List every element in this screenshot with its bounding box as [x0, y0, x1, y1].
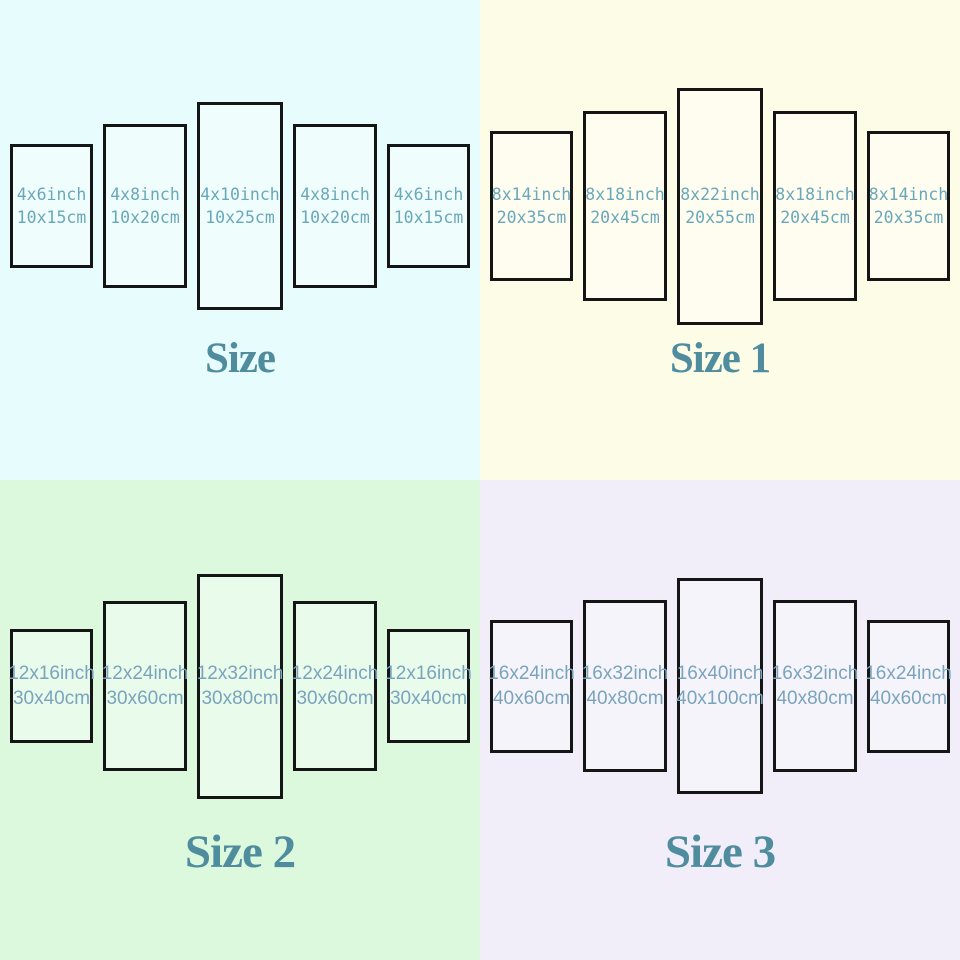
- panel-size-cm: 10x15cm: [393, 208, 464, 227]
- panel-row: 4x6inch 10x15cm 4x8inch 10x20cm 4x10inch…: [0, 0, 480, 412]
- panel-size-cm: 10x20cm: [110, 208, 180, 227]
- panel-size-inch: 16x40inch: [676, 663, 764, 684]
- quadrant-title: Size 1: [669, 335, 771, 382]
- panel-size-cm: 40x80cm: [776, 688, 854, 709]
- panel-size-inch: 4x6inch: [393, 185, 464, 204]
- panel-size-cm: 20x35cm: [496, 208, 567, 227]
- panel-size-label: 16x40inch 40x100cm: [676, 661, 764, 711]
- canvas-panel: 12x24inch 30x60cm: [292, 601, 379, 771]
- panel-size-label: 16x32inch 40x80cm: [582, 661, 669, 711]
- size-chart-quadrant-size-2: 12x16inch 30x40cm 12x24inch 30x60cm 12x3…: [0, 480, 480, 960]
- panel-size-label: 8x18inch 20x45cm: [585, 183, 664, 229]
- panel-size-label: 8x22inch 20x55cm: [680, 183, 759, 229]
- panel-size-inch: 8x18inch: [775, 185, 855, 204]
- panel-size-inch: 12x32inch: [196, 663, 284, 684]
- panel-size-label: 4x8inch 10x20cm: [110, 183, 180, 229]
- panel-size-inch: 16x32inch: [581, 663, 669, 684]
- panel-size-inch: 4x6inch: [16, 185, 87, 204]
- size-chart-quadrant-size-1: 8x14inch 20x35cm 8x18inch 20x45cm 8x22in…: [480, 0, 960, 480]
- panel-size-cm: 40x60cm: [869, 688, 948, 709]
- panel-size-label: 12x24inch 30x60cm: [292, 661, 379, 711]
- panel-size-label: 16x24inch 40x60cm: [865, 661, 952, 711]
- panel-size-label: 4x8inch 10x20cm: [300, 183, 370, 229]
- panel-size-inch: 16x24inch: [488, 663, 575, 684]
- panel-row: 16x24inch 40x60cm 16x32inch 40x80cm 16x4…: [480, 480, 960, 892]
- panel-size-inch: 12x16inch: [8, 663, 95, 684]
- canvas-panel: 16x32inch 40x80cm: [582, 600, 669, 772]
- panel-size-inch: 8x14inch: [868, 185, 949, 204]
- canvas-panel: 8x14inch 20x35cm: [867, 131, 950, 281]
- canvas-panel: 16x24inch 40x60cm: [865, 619, 952, 753]
- canvas-panel: 12x16inch 30x40cm: [385, 629, 472, 743]
- panel-size-cm: 30x60cm: [296, 688, 374, 709]
- panel-row: 12x16inch 30x40cm 12x24inch 30x60cm 12x3…: [0, 480, 480, 892]
- panel-size-inch: 16x24inch: [865, 663, 952, 684]
- canvas-panel: 8x18inch 20x45cm: [773, 111, 857, 301]
- panel-size-cm: 20x35cm: [873, 208, 944, 227]
- canvas-panel: 16x40inch 40x100cm: [676, 578, 764, 794]
- panel-size-label: 16x24inch 40x60cm: [488, 661, 575, 711]
- panel-size-cm: 30x40cm: [389, 688, 468, 709]
- panel-size-cm: 30x60cm: [106, 688, 184, 709]
- panel-size-label: 8x14inch 20x35cm: [869, 183, 948, 229]
- canvas-panel: 12x24inch 30x60cm: [102, 601, 189, 771]
- panel-size-label: 8x18inch 20x45cm: [775, 183, 854, 229]
- panel-size-label: 8x14inch 20x35cm: [492, 183, 571, 229]
- quadrant-title: Size: [204, 335, 276, 382]
- panel-size-cm: 20x55cm: [685, 208, 755, 227]
- panel-size-label: 12x24inch 30x60cm: [102, 661, 189, 711]
- canvas-panel: 8x22inch 20x55cm: [677, 87, 763, 325]
- panel-size-inch: 16x32inch: [771, 663, 859, 684]
- panel-size-inch: 8x18inch: [585, 185, 665, 204]
- panel-size-inch: 12x16inch: [385, 663, 472, 684]
- panel-size-label: 12x32inch 30x80cm: [197, 661, 284, 711]
- canvas-panel: 12x16inch 30x40cm: [8, 629, 95, 743]
- size-chart-quadrant-size-3: 16x24inch 40x60cm 16x32inch 40x80cm 16x4…: [480, 480, 960, 960]
- panel-size-cm: 10x20cm: [300, 208, 370, 227]
- quadrant-title: Size 2: [184, 826, 296, 878]
- canvas-panel: 12x32inch 30x80cm: [197, 573, 284, 799]
- panel-size-label: 12x16inch 30x40cm: [385, 661, 472, 711]
- panel-size-inch: 4x8inch: [300, 185, 370, 204]
- size-chart-quadrant-size: 4x6inch 10x15cm 4x8inch 10x20cm 4x10inch…: [0, 0, 480, 480]
- quadrant-title: Size 3: [664, 826, 776, 878]
- panel-size-cm: 10x15cm: [16, 208, 87, 227]
- canvas-panel: 8x18inch 20x45cm: [583, 111, 667, 301]
- canvas-panel: 4x8inch 10x20cm: [293, 124, 377, 288]
- panel-size-label: 12x16inch 30x40cm: [8, 661, 95, 711]
- canvas-panel: 4x6inch 10x15cm: [387, 144, 470, 268]
- panel-size-cm: 20x45cm: [590, 208, 660, 227]
- panel-size-cm: 40x100cm: [676, 688, 764, 709]
- panel-size-inch: 4x8inch: [110, 185, 180, 204]
- panel-size-inch: 12x24inch: [101, 663, 189, 684]
- canvas-panel: 16x24inch 40x60cm: [488, 619, 575, 753]
- canvas-panel: 4x10inch 10x25cm: [197, 102, 283, 310]
- panel-size-cm: 20x45cm: [780, 208, 850, 227]
- panel-size-inch: 12x24inch: [291, 663, 379, 684]
- panel-size-label: 4x10inch 10x25cm: [200, 183, 279, 229]
- panel-size-label: 4x6inch 10x15cm: [394, 183, 464, 229]
- panel-size-label: 4x6inch 10x15cm: [17, 183, 87, 229]
- panel-size-label: 16x32inch 40x80cm: [772, 661, 859, 711]
- panel-size-inch: 8x22inch: [680, 185, 760, 204]
- panel-size-cm: 40x80cm: [586, 688, 664, 709]
- canvas-panel: 16x32inch 40x80cm: [772, 600, 859, 772]
- canvas-panel: 4x8inch 10x20cm: [103, 124, 187, 288]
- panel-size-cm: 30x80cm: [201, 688, 279, 709]
- panel-size-cm: 40x60cm: [492, 688, 571, 709]
- panel-row: 8x14inch 20x35cm 8x18inch 20x45cm 8x22in…: [480, 0, 960, 412]
- panel-size-inch: 8x14inch: [491, 185, 572, 204]
- panel-size-inch: 4x10inch: [200, 185, 280, 204]
- canvas-panel: 4x6inch 10x15cm: [10, 144, 93, 268]
- canvas-panel: 8x14inch 20x35cm: [490, 131, 573, 281]
- panel-size-cm: 30x40cm: [12, 688, 91, 709]
- panel-size-cm: 10x25cm: [205, 208, 275, 227]
